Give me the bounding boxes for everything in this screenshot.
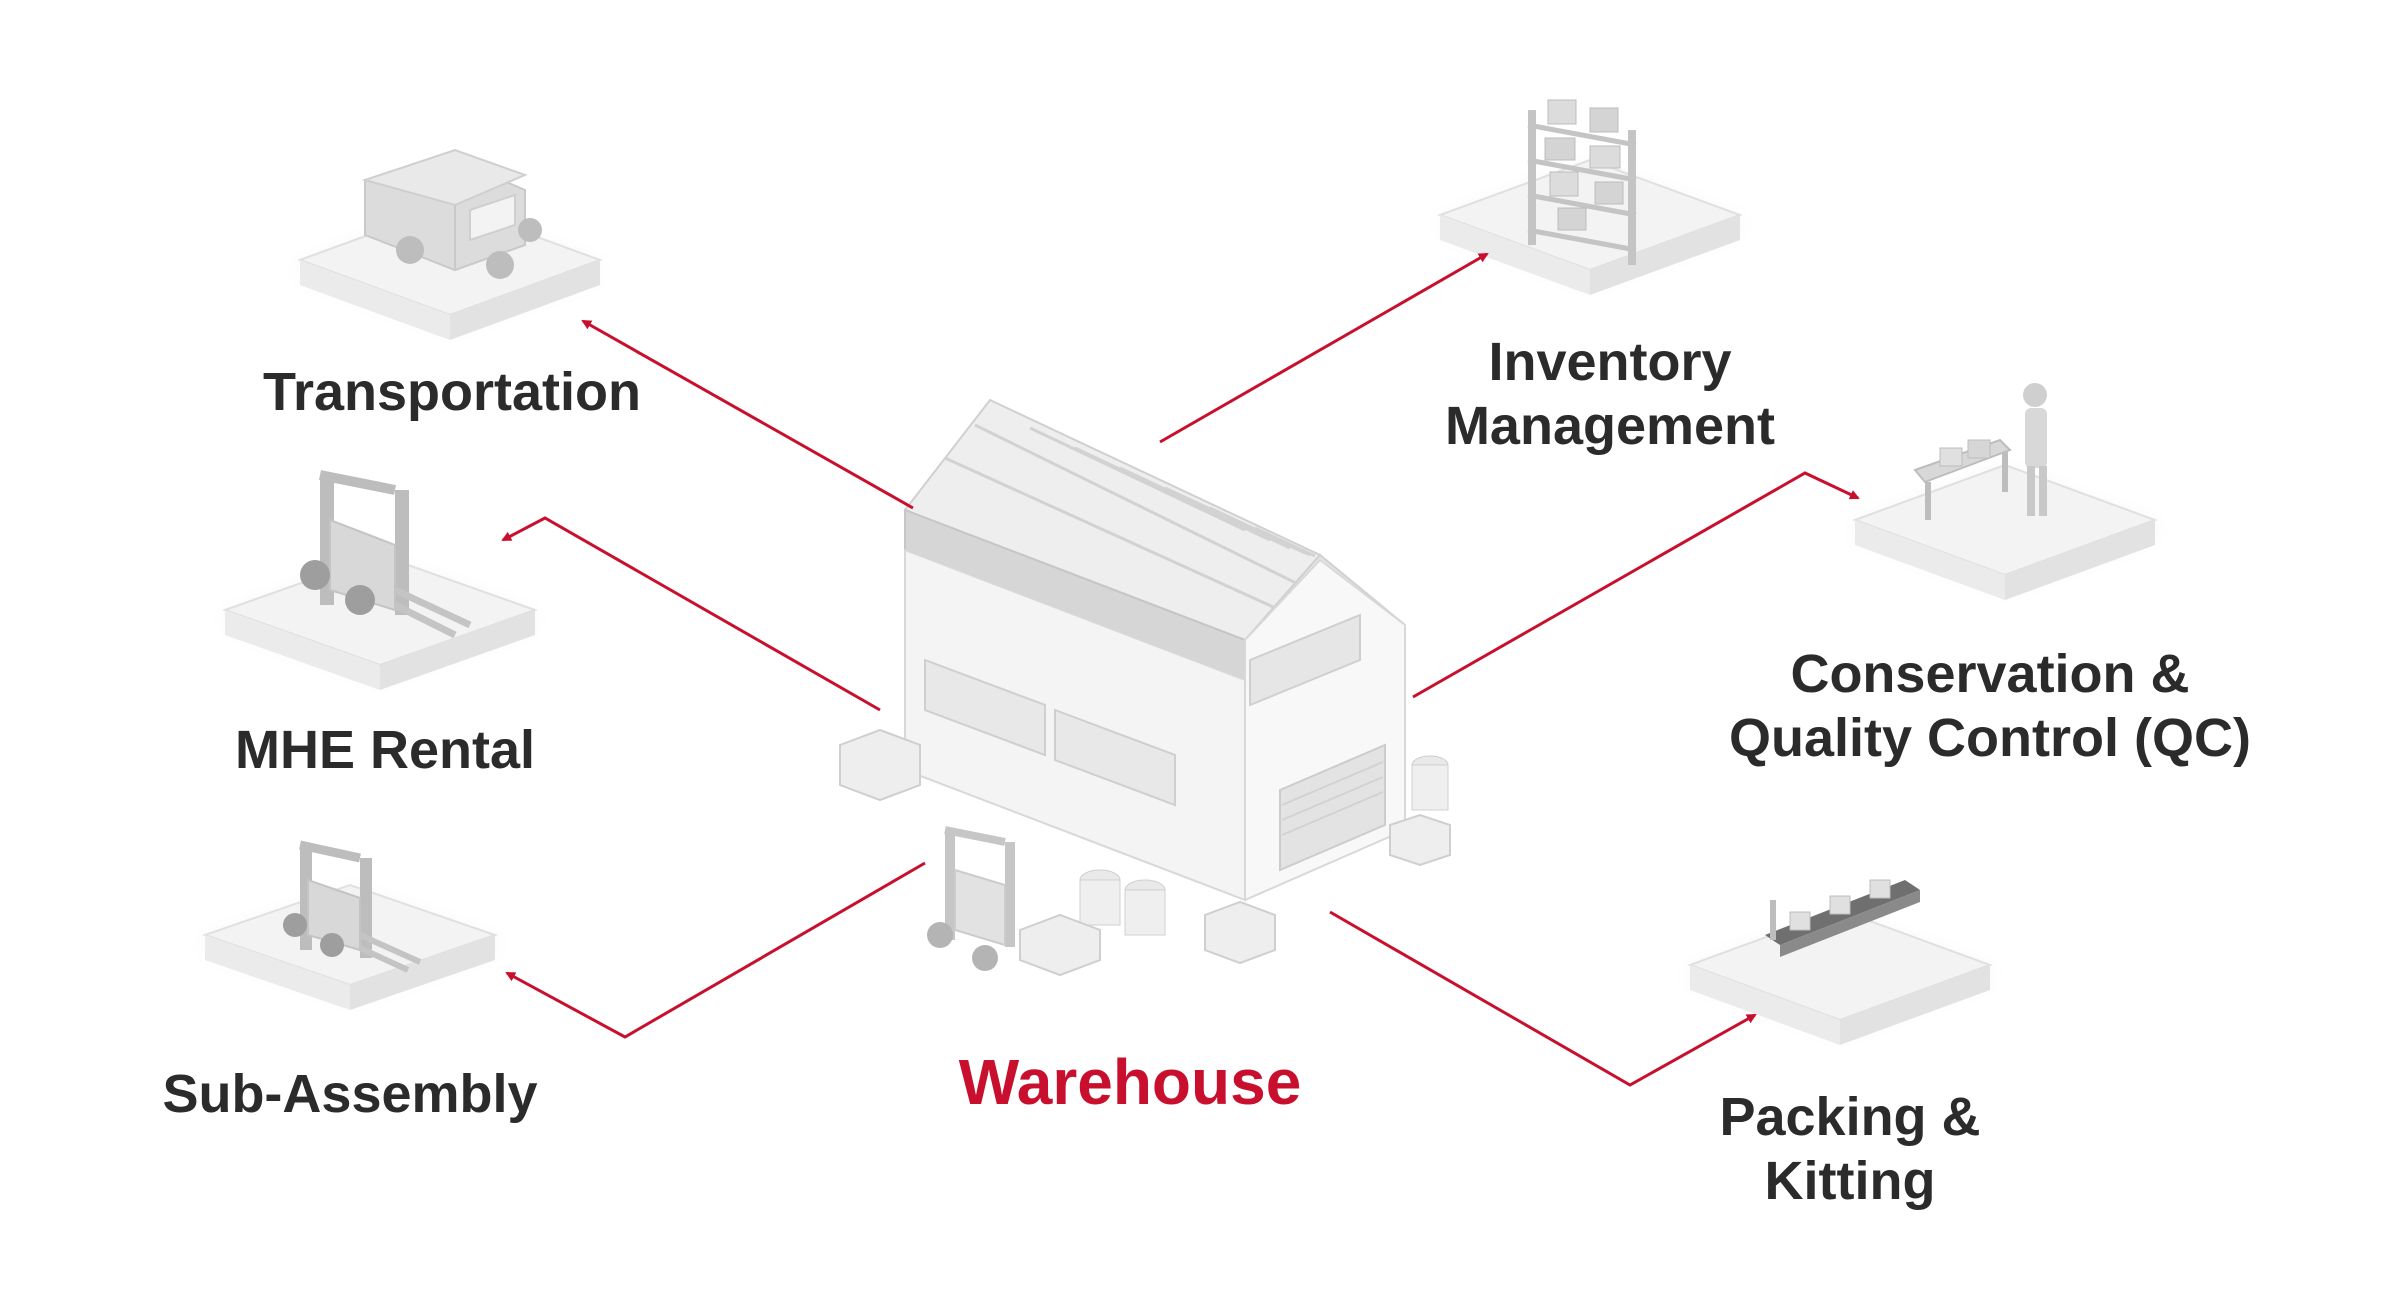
node-label-sub-assembly: Sub-Assembly <box>162 1064 538 1124</box>
arrow-to-packing-kitting <box>1329 910 1757 1087</box>
arrow-to-transportation <box>581 319 914 510</box>
node-label-packing-kitting: Packing & Kitting <box>1719 1087 1981 1211</box>
packing-kitting-platform <box>1687 908 1993 1045</box>
arrow-to-sub-assembly <box>505 861 926 1039</box>
connector-arrows <box>501 252 1860 1087</box>
forklift-icon <box>283 840 422 973</box>
arrow-to-inventory-management <box>1159 252 1489 444</box>
node-label-transportation: Transportation <box>262 362 642 422</box>
arrow-to-mhe-rental <box>501 516 881 712</box>
arrow-to-conservation-qc <box>1412 471 1860 699</box>
center-label-warehouse: Warehouse <box>958 1046 1302 1118</box>
delivery-van-icon <box>361 148 542 279</box>
conveyor-belt-icon <box>1765 879 1920 957</box>
sub-assembly-platform <box>201 883 499 1010</box>
forklift-icon <box>300 470 472 639</box>
qc-workstation-icon <box>1913 383 2047 520</box>
node-label-mhe-rental: MHE Rental <box>234 720 536 780</box>
storage-rack-icon <box>1527 99 1637 265</box>
node-label-inventory-management: Inventory Management <box>1444 332 1776 456</box>
warehouse-building-icon <box>839 398 1451 977</box>
inventory-management-platform <box>1437 158 1743 295</box>
node-label-conservation-qc: Conservation & Quality Control (QC) <box>1729 644 2251 768</box>
